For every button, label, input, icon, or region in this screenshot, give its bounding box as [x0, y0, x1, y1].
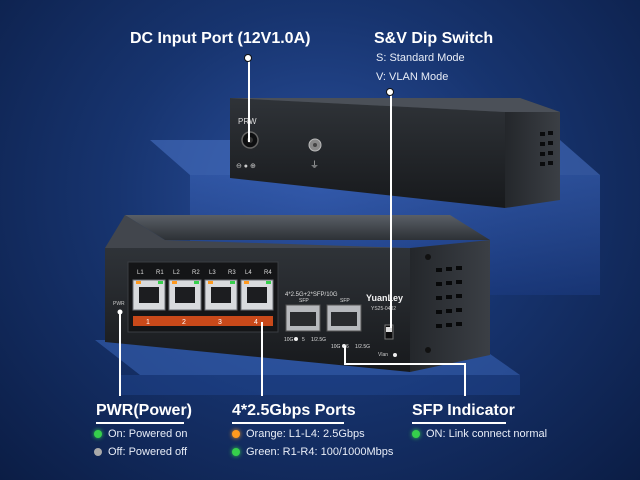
dip-switch-title: S&V Dip Switch — [374, 30, 494, 47]
svg-text:⏚: ⏚ — [310, 160, 319, 171]
gray-dot-icon — [94, 448, 102, 456]
pwr-legend-off: Off: Powered off — [94, 446, 187, 458]
led-label: R3 — [228, 270, 236, 276]
front-switch: L1 R1 L2 R2 L3 R3 L4 R4 1 2 3 4 PWR 4*2.… — [105, 215, 490, 372]
speed-label: 1/2.5G — [311, 337, 326, 343]
speed-label: 10G — [331, 344, 341, 350]
green-dot-icon — [232, 448, 240, 456]
pwr-title: PWR(Power) — [96, 402, 192, 419]
ports-legend-orange-text: Orange: L1-L4: 2.5Gbps — [246, 428, 365, 440]
ports-legend-green-text: Green: R1-R4: 100/1000Mbps — [246, 446, 394, 458]
sfp-number: 5 — [302, 337, 305, 343]
leader-pwr — [119, 314, 121, 396]
sfp-title-underline — [412, 422, 506, 424]
green-dot-icon — [94, 430, 102, 438]
brand-logo: YuanLey — [366, 293, 403, 303]
pwr-led-label: PWR — [113, 301, 125, 307]
leader-sfp-vertical — [344, 346, 346, 365]
ports-title: 4*2.5Gbps Ports — [232, 402, 356, 419]
dip-switch-line-vlan: V: VLAN Mode — [376, 71, 449, 83]
sfp-number: 6 — [346, 344, 349, 350]
led-label: L4 — [245, 270, 252, 276]
pwr-legend-on: On: Powered on — [94, 428, 188, 440]
led-label: L2 — [173, 270, 180, 276]
pwr-title-underline — [96, 422, 184, 424]
led-label: L1 — [137, 270, 144, 276]
port-number-strip — [133, 316, 273, 326]
port-number: 3 — [218, 319, 222, 326]
green-dot-icon — [412, 430, 420, 438]
dc-input-title: DC Input Port (12V1.0A) — [130, 30, 311, 47]
pwr-legend-off-text: Off: Powered off — [108, 446, 188, 458]
led-label: R4 — [264, 270, 272, 276]
ports-legend-orange: Orange: L1-L4: 2.5Gbps — [232, 428, 365, 440]
port-number: 2 — [182, 319, 186, 326]
leader-dc-input-pin — [244, 54, 252, 62]
port-spec-label: 4*2.5G+2*SFP/10G — [285, 292, 338, 298]
model-label: YS25-0402 — [371, 306, 396, 312]
svg-text:⊖ ● ⊕: ⊖ ● ⊕ — [236, 163, 256, 170]
dip-switch-line-standard: S: Standard Mode — [376, 52, 465, 64]
sfp-label: SFP — [299, 298, 309, 304]
rear-switch: PRW ⊖ ● ⊕ ⏚ — [230, 98, 560, 208]
sfp-title: SFP Indicator — [412, 402, 515, 419]
leader-ports — [261, 322, 263, 396]
ports-title-underline — [232, 422, 344, 424]
leader-sfp-down — [464, 363, 466, 396]
sfp-legend-on-text: ON: Link connect normal — [426, 428, 548, 440]
orange-dot-icon — [232, 430, 240, 438]
pwr-led — [117, 309, 123, 315]
led-label: R1 — [156, 270, 164, 276]
sfp-label: SFP — [340, 298, 350, 304]
speed-label: 1/2.5G — [355, 344, 370, 350]
vlan-label: Vlan — [378, 352, 388, 358]
led-label: R2 — [192, 270, 200, 276]
leader-sfp-horizontal — [346, 363, 466, 365]
port-number: 1 — [146, 319, 150, 326]
speed-label: 10G — [284, 337, 294, 343]
leader-dip-switch — [390, 92, 392, 328]
leader-dc-input — [248, 58, 250, 142]
rear-label: PRW — [238, 117, 257, 126]
rj45-ports — [132, 279, 274, 311]
port-number: 4 — [254, 319, 258, 326]
ports-legend-green: Green: R1-R4: 100/1000Mbps — [232, 446, 393, 458]
sfp-legend-on: ON: Link connect normal — [412, 428, 547, 440]
leader-dip-switch-pin — [386, 88, 394, 96]
pwr-legend-on-text: On: Powered on — [108, 428, 188, 440]
led-label: L3 — [209, 270, 216, 276]
port-leds — [136, 281, 271, 284]
